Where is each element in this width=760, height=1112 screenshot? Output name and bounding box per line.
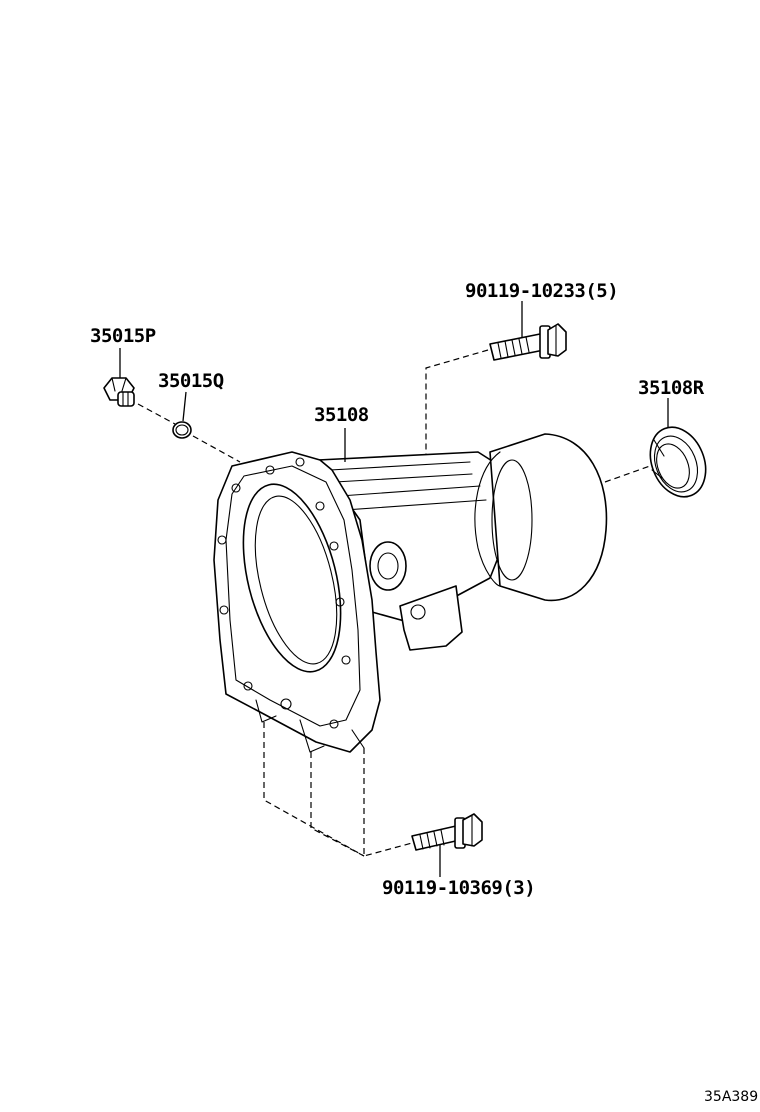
extension-housing-drawing (213, 433, 608, 753)
drain-plug-drawing (103, 377, 135, 407)
part-number-90119-10369: 90119-10369(3) (382, 877, 536, 899)
upper-bolt-drawing (489, 323, 567, 361)
part-number-35015q: 35015Q (158, 370, 224, 392)
lower-bolt-drawing (411, 813, 483, 851)
gasket-ring-drawing (172, 421, 192, 439)
part-number-35108r: 35108R (638, 377, 704, 399)
illustration-code: 35A389 (704, 1089, 759, 1105)
part-number-90119-10233: 90119-10233(5) (465, 280, 619, 302)
part-number-35108: 35108 (314, 404, 369, 426)
part-number-35015p: 35015P (90, 325, 156, 347)
oil-seal-drawing (649, 426, 707, 498)
leader-lines (119, 301, 669, 877)
